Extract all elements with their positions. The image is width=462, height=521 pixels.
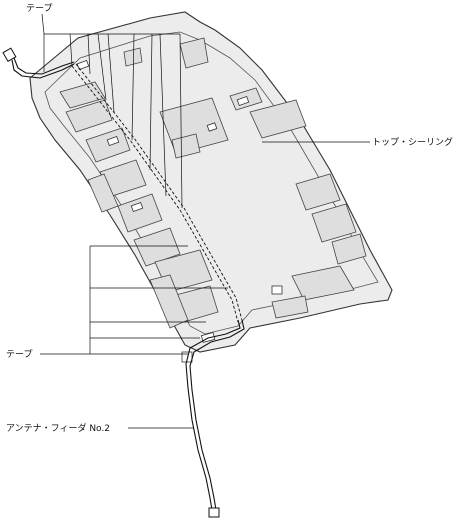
label-tape-bottom: テープ: [6, 349, 32, 360]
leader-lines: [40, 13, 370, 429]
label-tape-top: テープ: [26, 3, 52, 14]
label-top-ceiling: トップ・シーリング: [372, 136, 453, 148]
headliner-recesses: [59, 37, 367, 329]
feeder-cable-hidden: [71, 63, 243, 323]
cable-connectors: [2, 47, 220, 518]
feeder-cable: [11, 57, 245, 511]
label-antenna-feeder: アンテナ・フィーダ No.2: [6, 422, 110, 434]
